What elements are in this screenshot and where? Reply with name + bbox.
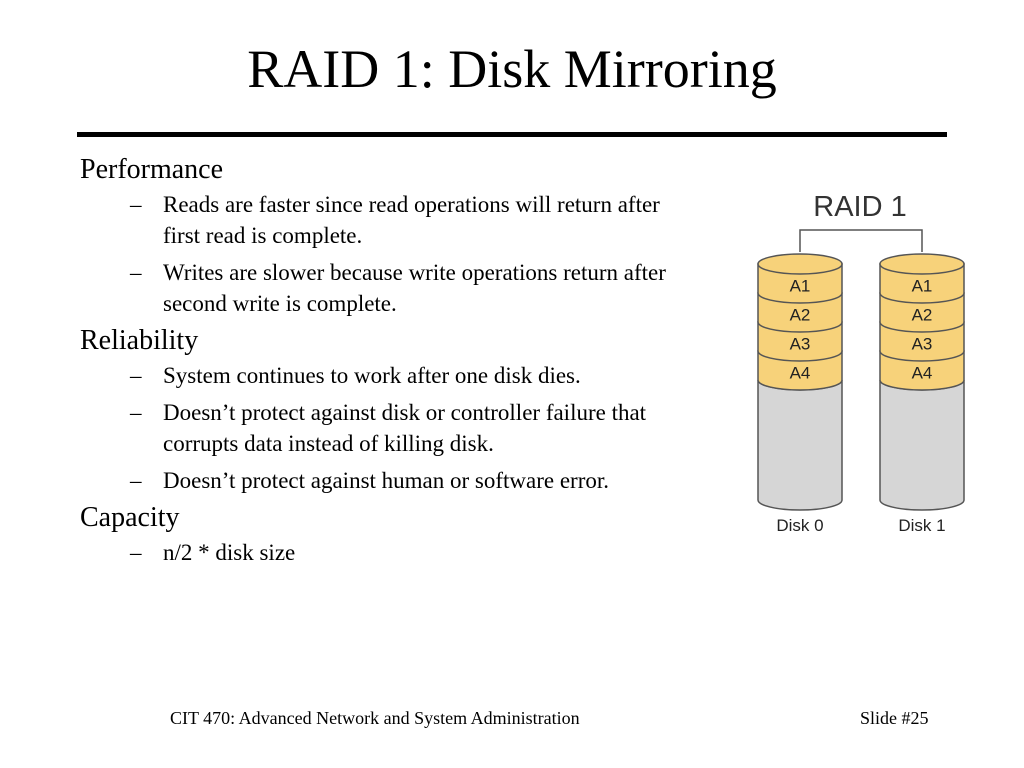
bullet-item: – n/2 * disk size — [80, 537, 690, 568]
disk-block-label: A1 — [790, 277, 811, 296]
bullet-marker: – — [130, 468, 142, 493]
disk-empty-space — [879, 379, 965, 511]
disk-block-label: A1 — [912, 277, 933, 296]
disk-empty-space — [757, 379, 843, 511]
bullet-marker: – — [130, 540, 142, 565]
disk-block-label: A4 — [790, 364, 811, 383]
section-heading: Performance — [80, 154, 224, 185]
disk-block — [879, 350, 965, 391]
bullet-text: Writes are slower because write operatio… — [163, 260, 666, 316]
disk-block — [757, 292, 843, 333]
bullet-marker: – — [130, 400, 142, 425]
disk-block — [757, 263, 843, 304]
bullet-marker: – — [130, 363, 142, 388]
disk-block — [879, 321, 965, 362]
disk-block — [879, 292, 965, 333]
slide-title: RAID 1: Disk Mirroring — [247, 39, 777, 99]
disk-top-cap — [879, 253, 965, 275]
section-capacity: Capacity – n/2 * disk size — [80, 502, 690, 568]
bullet-text: Reads are faster since read operations w… — [163, 192, 660, 248]
bullet-item: – Doesn’t protect against disk or contro… — [80, 397, 690, 459]
bullet-item: – System continues to work after one dis… — [80, 360, 690, 391]
footer-course: CIT 470: Advanced Network and System Adm… — [170, 708, 580, 728]
disk-block-label: A3 — [912, 335, 933, 354]
disk-block-label: A2 — [790, 306, 811, 325]
bullet-marker: – — [130, 260, 142, 285]
title-divider — [77, 132, 947, 137]
disk-block-label: A4 — [912, 364, 933, 383]
disk-block — [757, 321, 843, 362]
section-performance: Performance – Reads are faster since rea… — [80, 154, 690, 319]
bullet-text: Doesn’t protect against disk or controll… — [163, 400, 647, 456]
disk-block — [757, 350, 843, 391]
disk-block-label: A3 — [790, 335, 811, 354]
mirror-connector — [799, 229, 923, 252]
bullet-item: – Reads are faster since read operations… — [80, 189, 690, 251]
disk-block — [879, 263, 965, 304]
bullet-list: – n/2 * disk size — [80, 537, 690, 568]
section-reliability: Reliability – System continues to work a… — [80, 325, 690, 496]
bullet-list: – Reads are faster since read operations… — [80, 189, 690, 319]
bullet-item: – Writes are slower because write operat… — [80, 257, 690, 319]
disk-block-label: A2 — [912, 306, 933, 325]
disk-label: Disk 0 — [776, 516, 823, 535]
bullet-text: n/2 * disk size — [163, 540, 296, 565]
bullet-text: System continues to work after one disk … — [163, 363, 581, 388]
section-heading: Reliability — [80, 325, 199, 356]
section-heading: Capacity — [80, 502, 180, 533]
bullet-item: – Doesn’t protect against human or softw… — [80, 465, 690, 496]
bullet-marker: – — [130, 192, 142, 217]
bullet-text: Doesn’t protect against human or softwar… — [163, 468, 610, 493]
footer-slide-number: Slide #25 — [860, 708, 929, 728]
disk-label: Disk 1 — [898, 516, 945, 535]
disk-top-cap — [757, 253, 843, 275]
diagram-title: RAID 1 — [813, 191, 906, 223]
slide-body: Performance – Reads are faster since rea… — [80, 150, 690, 574]
bullet-list: – System continues to work after one dis… — [80, 360, 690, 496]
